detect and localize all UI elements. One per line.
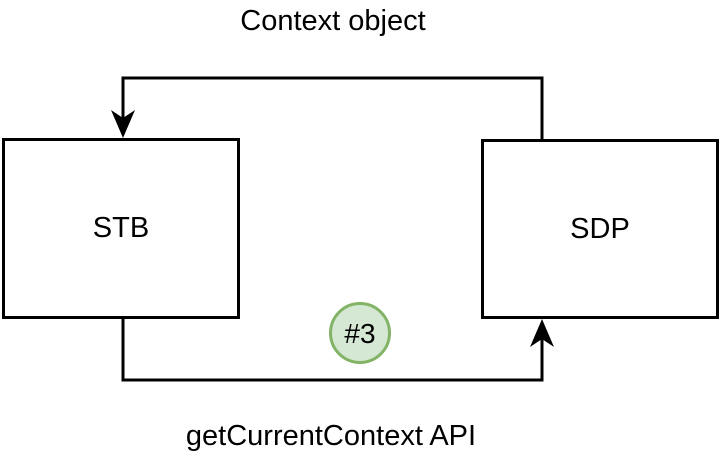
- step-badge-label: #3: [344, 318, 375, 349]
- arrowhead-up-icon: [530, 319, 554, 347]
- connector-label-context-object: Context object: [240, 5, 426, 37]
- connector-label-get-current-context: getCurrentContext API: [185, 420, 477, 452]
- get-current-context-connector-line: [121, 319, 544, 382]
- node-sdp-label: SDP: [570, 212, 630, 245]
- arrowhead-down-icon: [111, 110, 135, 138]
- node-stb-label: STB: [92, 212, 150, 244]
- node-sdp: SDP: [481, 139, 719, 319]
- step-badge-circle: [329, 302, 391, 364]
- node-stb: STB: [2, 138, 240, 319]
- context-object-connector-line: [121, 76, 544, 139]
